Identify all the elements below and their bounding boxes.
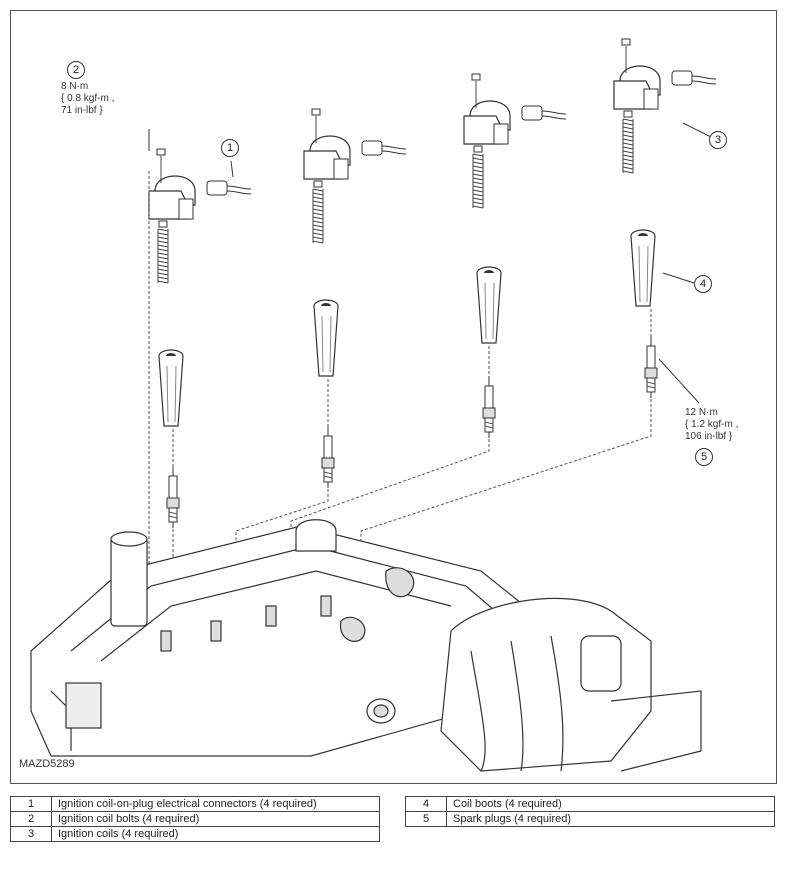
engine-cylinder-head (30, 519, 532, 757)
callout-5: 5 (695, 448, 713, 466)
plug-torque-nm: 12 N·m (685, 407, 718, 418)
legend-row: 5 Spark plugs (4 required) (405, 811, 775, 827)
coil-boot-2 (313, 299, 339, 377)
bolt-torque-inlbf: 71 in-lbf } (61, 105, 103, 116)
legend-text: Ignition coils (4 required) (51, 826, 380, 842)
bolt-torque-nm: 8 N·m (61, 81, 89, 92)
spark-plug-1 (166, 465, 180, 529)
spark-plug-2 (321, 425, 335, 489)
legend-table-right: 4 Coil boots (4 required) 5 Spark plugs … (405, 796, 775, 827)
coil-assembly-1 (148, 148, 252, 284)
callout-1: 1 (221, 139, 239, 157)
legend-number: 2 (10, 811, 52, 827)
callout-3: 3 (709, 131, 727, 149)
legend-text: Ignition coil-on-plug electrical connect… (51, 796, 380, 812)
callout-2: 2 (67, 61, 85, 79)
legend-number: 4 (405, 796, 447, 812)
legend-number: 3 (10, 826, 52, 842)
legend-row: 4 Coil boots (4 required) (405, 796, 775, 812)
spark-plug-4 (644, 335, 658, 399)
plug-torque-inlbf: 106 in-lbf } (685, 431, 733, 442)
coil-assembly-2 (303, 108, 407, 244)
legend-text: Spark plugs (4 required) (446, 811, 775, 827)
legend-number: 5 (405, 811, 447, 827)
coil-boot-3 (476, 266, 502, 344)
legend-table-left: 1 Ignition coil-on-plug electrical conne… (10, 796, 380, 842)
legend-row: 3 Ignition coils (4 required) (10, 826, 380, 842)
figure-id-label: MAZD5289 (19, 758, 75, 770)
legend-text: Ignition coil bolts (4 required) (51, 811, 380, 827)
legend-row: 2 Ignition coil bolts (4 required) (10, 811, 380, 827)
legend-text: Coil boots (4 required) (446, 796, 775, 812)
bolt-torque-kgfm: { 0.8 kgf-m , (61, 93, 115, 104)
coil-boot-4 (630, 229, 656, 307)
coil-boot-1 (158, 349, 184, 427)
intake-manifold (366, 597, 702, 772)
legend-row: 1 Ignition coil-on-plug electrical conne… (10, 796, 380, 812)
callout-4: 4 (694, 275, 712, 293)
coil-assembly-4 (613, 38, 717, 174)
spark-plug-3 (482, 375, 496, 439)
coil-assembly-3 (463, 73, 567, 209)
exploded-view-drawing (30, 38, 717, 772)
diagram-frame: 2 8 N·m { 0.8 kgf-m , 71 in-lbf } 1 3 4 … (10, 10, 777, 784)
legend-number: 1 (10, 796, 52, 812)
plug-torque-kgfm: { 1.2 kgf-m , (685, 419, 739, 430)
